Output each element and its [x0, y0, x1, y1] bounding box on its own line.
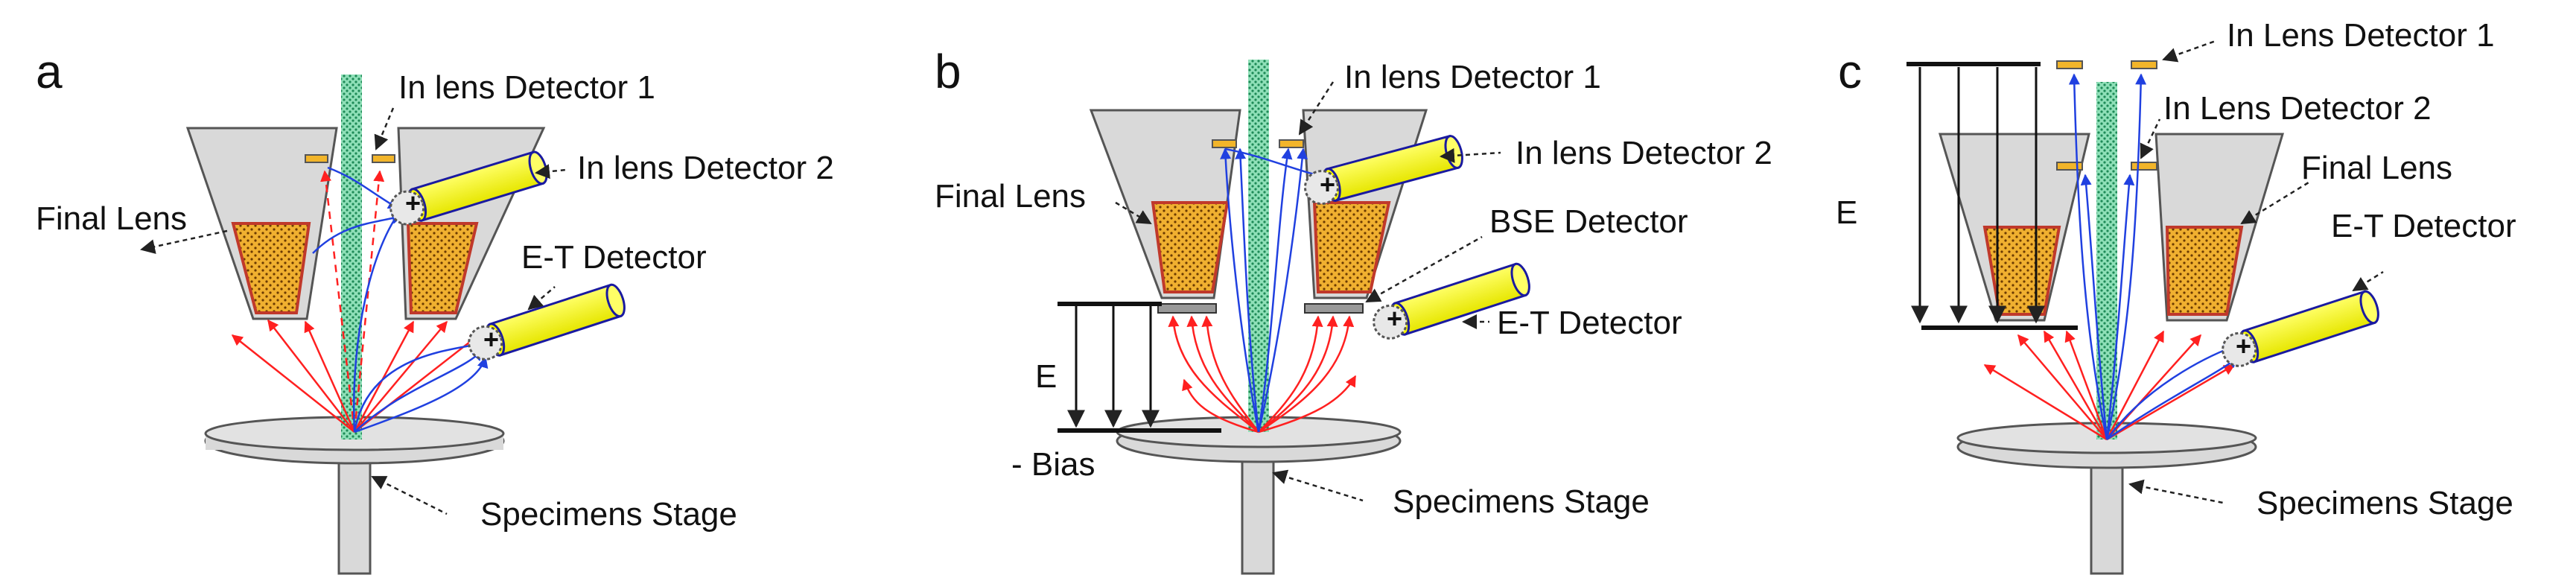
label-final-lens: Final Lens — [935, 178, 1086, 215]
label-in-lens-detector-1: In lens Detector 1 — [398, 69, 655, 106]
plus-icon: + — [405, 188, 421, 218]
field-arrows — [1067, 305, 1160, 428]
label-et-detector: E-T Detector — [2331, 208, 2516, 244]
plus-icon: + — [1387, 303, 1402, 334]
label-specimens-stage: Specimens Stage — [1393, 483, 1650, 520]
label-specimens-stage: Specimens Stage — [2257, 485, 2513, 521]
signal-electrons-blue — [2068, 73, 2239, 441]
label-in-lens-detector-2: In Lens Detector 2 — [2163, 90, 2432, 127]
label-in-lens-detector-2: In lens Detector 2 — [577, 150, 834, 186]
label-field-e: E — [1836, 194, 1857, 231]
electron-beam — [341, 74, 362, 439]
label-et-detector: E-T Detector — [521, 239, 707, 276]
specimen-stage — [1956, 422, 2257, 575]
in-lens-detector-1-plate — [1212, 139, 1237, 148]
plus-icon: + — [1320, 169, 1335, 200]
label-in-lens-detector-1: In Lens Detector 1 — [2227, 17, 2495, 54]
label-et-detector: E-T Detector — [1497, 305, 1682, 341]
label-bias: - Bias — [1011, 446, 1095, 483]
label-in-lens-detector-2: In lens Detector 2 — [1516, 135, 1772, 171]
label-bse-detector: BSE Detector — [1489, 203, 1688, 240]
label-final-lens: Final Lens — [36, 200, 187, 237]
panel-letter-a: a — [36, 45, 63, 98]
final-lens — [1938, 133, 2285, 322]
bse-detector-plate — [1157, 303, 1217, 314]
panel-letter-b: b — [935, 45, 961, 98]
signal-electrons-red — [1168, 315, 1357, 434]
field-arrows — [1911, 67, 2045, 324]
plus-icon: + — [483, 324, 499, 355]
in-lens-detector-1-plate — [305, 154, 328, 163]
specimen-stage — [204, 416, 505, 575]
label-final-lens: Final Lens — [2301, 150, 2452, 186]
specimen-stage — [1116, 416, 1402, 575]
label-in-lens-detector-1: In lens Detector 1 — [1344, 59, 1601, 95]
electron-beam — [2096, 82, 2117, 439]
panel-b: b — [935, 45, 1772, 575]
label-field-e: E — [1035, 358, 1057, 395]
panel-letter-c: c — [1838, 45, 1862, 98]
in-lens-detector-2-plate — [2056, 162, 2083, 171]
signal-electrons-blue — [312, 166, 489, 434]
in-lens-detector-1-plate — [2056, 60, 2083, 69]
panel-a: a — [36, 45, 834, 575]
signal-electrons-red — [1983, 330, 2236, 441]
plus-icon: + — [2236, 331, 2251, 361]
signal-electrons-red — [231, 170, 482, 433]
panel-c: c — [1836, 17, 2516, 575]
label-specimens-stage: Specimens Stage — [480, 496, 737, 533]
